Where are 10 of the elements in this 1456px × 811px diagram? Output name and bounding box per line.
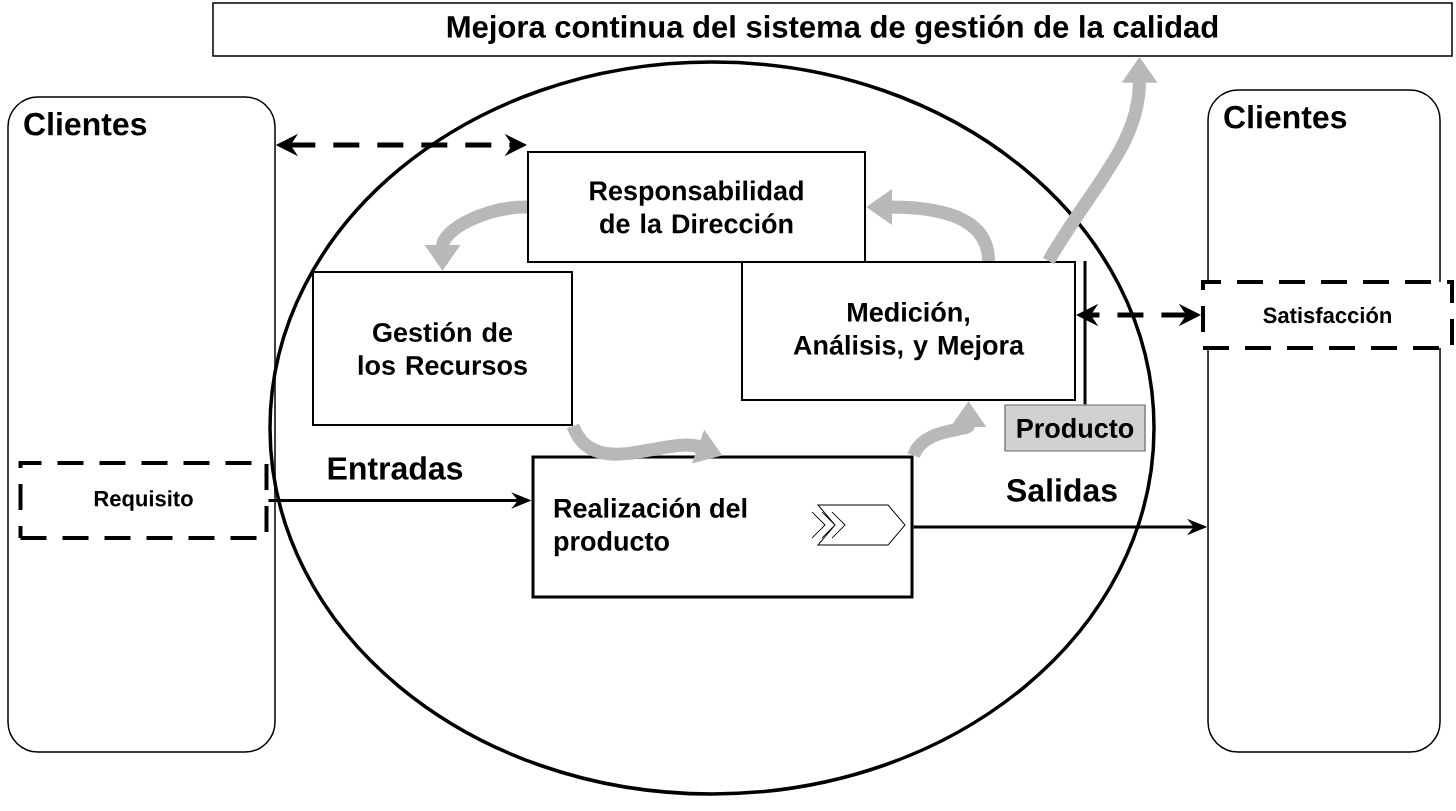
dashed-box: Requisito	[18, 461, 269, 540]
process-box: Responsabilidad de la Dirección	[527, 151, 866, 263]
dashed-box: Satisfacción	[1201, 280, 1454, 350]
title-box: Mejora continua del sistema de gestión de la calidad	[212, 2, 1453, 57]
edge-label: Salidas	[1006, 478, 1117, 502]
product-box: Producto	[1004, 404, 1146, 452]
process-box: Medición, Análisis, y Mejora	[741, 261, 1076, 401]
process-box: Realización del producto	[531, 455, 914, 599]
edge-label: Entradas	[328, 456, 463, 480]
process-box: Gestión de los Recursos	[312, 271, 573, 426]
